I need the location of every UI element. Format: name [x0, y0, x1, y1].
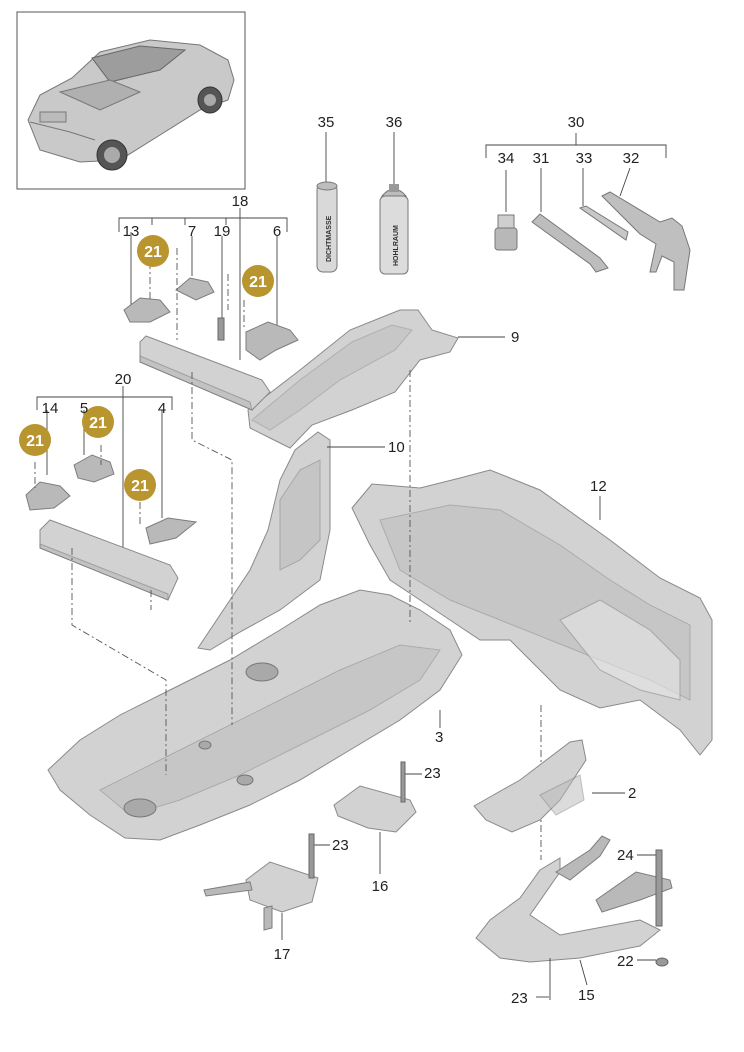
part-18-crossmember	[139, 335, 271, 411]
part-10-bulkhead	[197, 431, 385, 651]
callout-3: 3	[435, 729, 443, 746]
svg-text:21: 21	[26, 433, 44, 450]
callout-22: 22	[617, 953, 634, 970]
callout-7: 7	[188, 223, 196, 240]
part-7-bracket	[175, 236, 215, 301]
tool-spray-gun-32	[601, 167, 691, 291]
group-20-bolts	[34, 445, 141, 525]
callout-14: 14	[42, 400, 59, 417]
badge-21-c: 21	[19, 424, 51, 456]
callout-20: 20	[115, 371, 132, 388]
car-illustration	[27, 39, 235, 171]
part-9-tunnel-panel	[247, 309, 505, 449]
callout-2: 2	[628, 785, 636, 802]
part-16-bracket	[333, 761, 422, 874]
badge-21-b: 21	[242, 265, 274, 297]
part-15-strut-frame	[475, 835, 673, 1000]
svg-text:21: 21	[89, 415, 107, 432]
badge-21-a: 21	[137, 235, 169, 267]
callout-23-b: 23	[332, 837, 349, 854]
badge-21-d: 21	[82, 406, 114, 438]
callout-9: 9	[511, 329, 519, 346]
tool-nozzle-34	[494, 170, 518, 251]
part-19-clip	[217, 236, 225, 341]
callout-36: 36	[386, 114, 403, 131]
callout-10: 10	[388, 439, 405, 456]
callout-23-a: 23	[424, 765, 441, 782]
svg-text:21: 21	[249, 274, 267, 291]
callout-31: 31	[533, 150, 550, 167]
callout-18: 18	[232, 193, 249, 210]
sealant-label: DICHTMASSE	[326, 215, 333, 262]
badge-21-e: 21	[124, 469, 156, 501]
callout-30: 30	[568, 114, 585, 131]
callout-19: 19	[214, 223, 231, 240]
callout-33: 33	[576, 150, 593, 167]
callout-5: 5	[80, 400, 88, 417]
callout-13: 13	[123, 223, 140, 240]
callout-32: 32	[623, 150, 640, 167]
svg-text:21: 21	[131, 478, 149, 495]
callout-24: 24	[617, 847, 634, 864]
part-3-floor-pan	[47, 589, 463, 841]
car-thumbnail	[16, 11, 246, 190]
group-30-bracket	[485, 133, 667, 158]
callout-4: 4	[158, 400, 166, 417]
sealant-tube: DICHTMASSE	[316, 132, 338, 273]
cavity-wax-can: HOHLRAUM	[379, 132, 409, 275]
callout-12: 12	[590, 478, 607, 495]
callout-23-c: 23	[511, 990, 528, 1007]
svg-text:21: 21	[144, 244, 162, 261]
fastener-22	[637, 957, 669, 967]
part-13-bracket	[123, 232, 171, 323]
callout-17: 17	[274, 946, 291, 963]
callout-labels: 18 13 7 19 6 20 14 5 4 35 36 30 34 31 33…	[42, 114, 640, 1007]
callout-35: 35	[318, 114, 335, 131]
tool-tube-31	[531, 168, 609, 273]
callout-16: 16	[372, 878, 389, 895]
part-12-rear-floor	[351, 469, 713, 756]
callout-6: 6	[273, 223, 281, 240]
group-18-bolts	[149, 248, 245, 340]
part-2-bracket	[473, 739, 625, 833]
callout-15: 15	[578, 987, 595, 1004]
callout-34: 34	[498, 150, 515, 167]
group-18-bracket	[118, 208, 288, 360]
part-6-bracket	[245, 236, 299, 361]
part-4-bracket	[145, 410, 198, 545]
tool-extension-33	[578, 168, 629, 241]
part-17-mount	[203, 833, 330, 940]
group-20-bracket	[36, 386, 173, 548]
cavity-label: HOHLRAUM	[393, 225, 400, 266]
fastener-24	[637, 849, 663, 927]
